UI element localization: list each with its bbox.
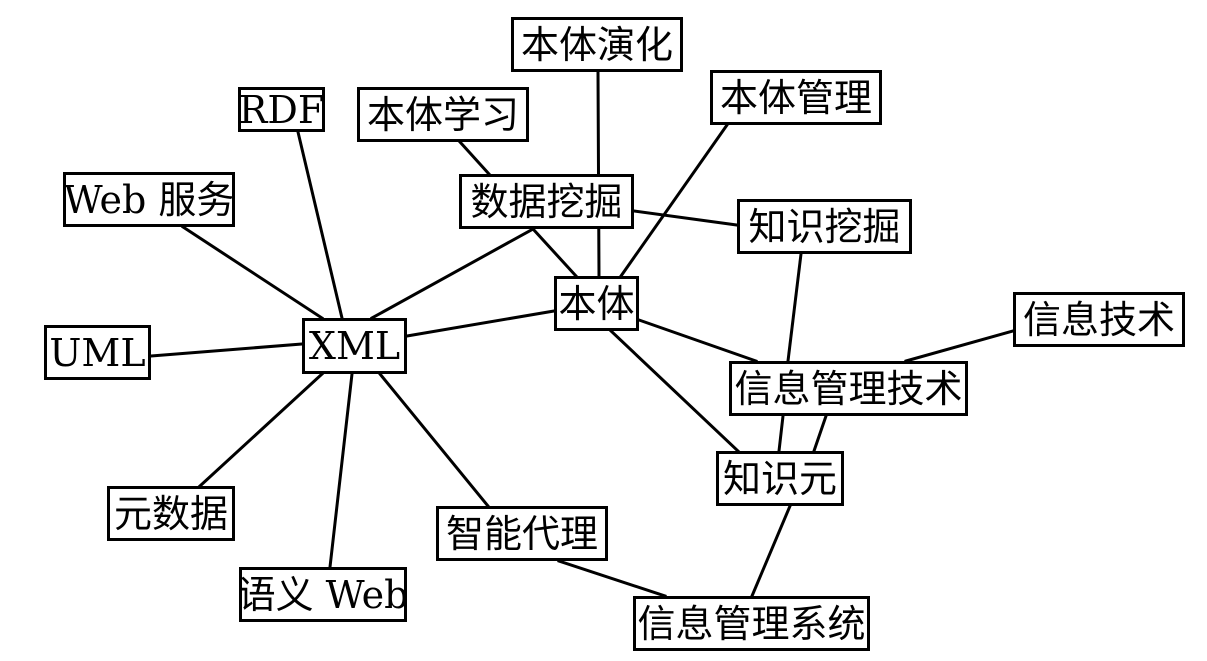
node-semantic-web: 语义 Web: [238, 567, 408, 622]
node-ontology: 本体: [554, 276, 639, 331]
node-ontology-learning: 本体学习: [357, 87, 529, 142]
edge-knowledge-mining-information-management-technology: [786, 252, 803, 363]
node-web-service: Web 服务: [63, 172, 235, 227]
edge-ontology-ontology-management: [618, 122, 730, 279]
edge-xml-data-mining: [369, 226, 536, 321]
edge-xml-rdf: [296, 130, 344, 320]
edge-xml-uml: [149, 342, 304, 358]
node-information-technology: 信息技术: [1013, 292, 1185, 347]
edge-xml-intelligent-agent: [377, 371, 491, 509]
edge-ontology-information-management-technology: [637, 318, 758, 363]
edge-data-mining-ontology-learning: [457, 139, 492, 177]
edge-information-management-technology-knowledge-element-2: [812, 414, 828, 453]
edge-intelligent-agent-information-management-system: [557, 559, 667, 598]
node-intelligent-agent: 智能代理: [436, 506, 608, 561]
node-knowledge-mining: 知识挖掘: [737, 199, 912, 254]
edge-information-management-technology-knowledge-element: [777, 414, 785, 453]
node-information-management-technology: 信息管理技术: [729, 361, 968, 416]
node-knowledge-element: 知识元: [716, 451, 844, 506]
edge-xml-semantic-web: [328, 372, 354, 569]
edge-xml-metadata: [197, 371, 325, 489]
edge-ontology-data-mining: [530, 226, 579, 279]
edge-knowledge-element-information-management-system: [750, 504, 792, 598]
edge-xml-web-service: [180, 224, 325, 321]
edge-ontology-knowledge-element: [608, 328, 741, 454]
edge-data-mining-knowledge-mining: [632, 209, 739, 227]
node-information-management-system: 信息管理系统: [633, 596, 870, 651]
node-rdf: RDF: [238, 87, 325, 132]
node-metadata: 元数据: [107, 486, 235, 541]
node-ontology-evolution: 本体演化: [511, 17, 683, 72]
node-uml: UML: [44, 325, 151, 380]
node-data-mining: 数据挖掘: [459, 174, 634, 229]
node-xml: XML: [302, 318, 407, 374]
edge-information-management-technology-information-technology: [904, 329, 1015, 363]
node-ontology-management: 本体管理: [710, 70, 882, 125]
edge-xml-ontology: [405, 309, 556, 338]
